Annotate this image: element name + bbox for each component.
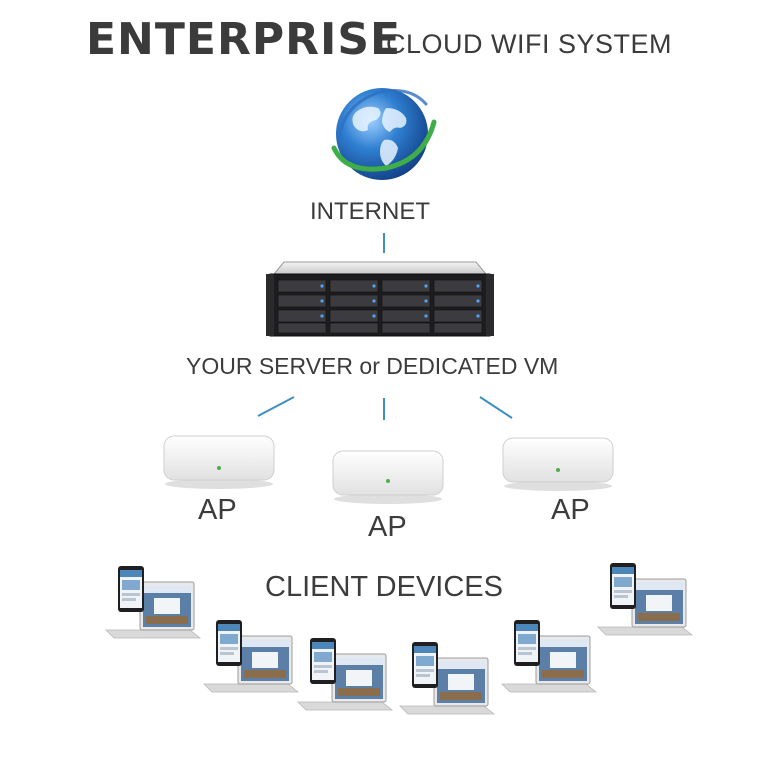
internet-server-connector [383,233,385,253]
connector-ap-left [257,396,295,417]
laptop-tablet-icon [202,612,302,694]
laptop-tablet-icon [104,558,204,640]
connector-ap-right [479,396,513,419]
rack-server-icon [264,256,496,340]
laptop-tablet-icon [398,634,498,716]
access-point-icon [500,434,616,492]
ap-label-right: AP [551,494,590,526]
laptop-tablet-icon [596,555,696,637]
diagram-title: ENTERPRISE [86,14,402,65]
access-point-icon [161,432,277,490]
ap-label-center: AP [368,511,407,543]
access-point-icon [330,447,446,505]
clients-label: CLIENT DEVICES [265,571,503,603]
globe-icon [326,78,438,190]
laptop-tablet-icon [296,630,396,712]
internet-label: INTERNET [310,198,430,225]
diagram-subtitle: CLOUD WIFI SYSTEM [386,29,673,59]
laptop-tablet-icon [500,612,600,694]
ap-label-left: AP [198,494,237,526]
server-label: YOUR SERVER or DEDICATED VM [186,353,559,379]
